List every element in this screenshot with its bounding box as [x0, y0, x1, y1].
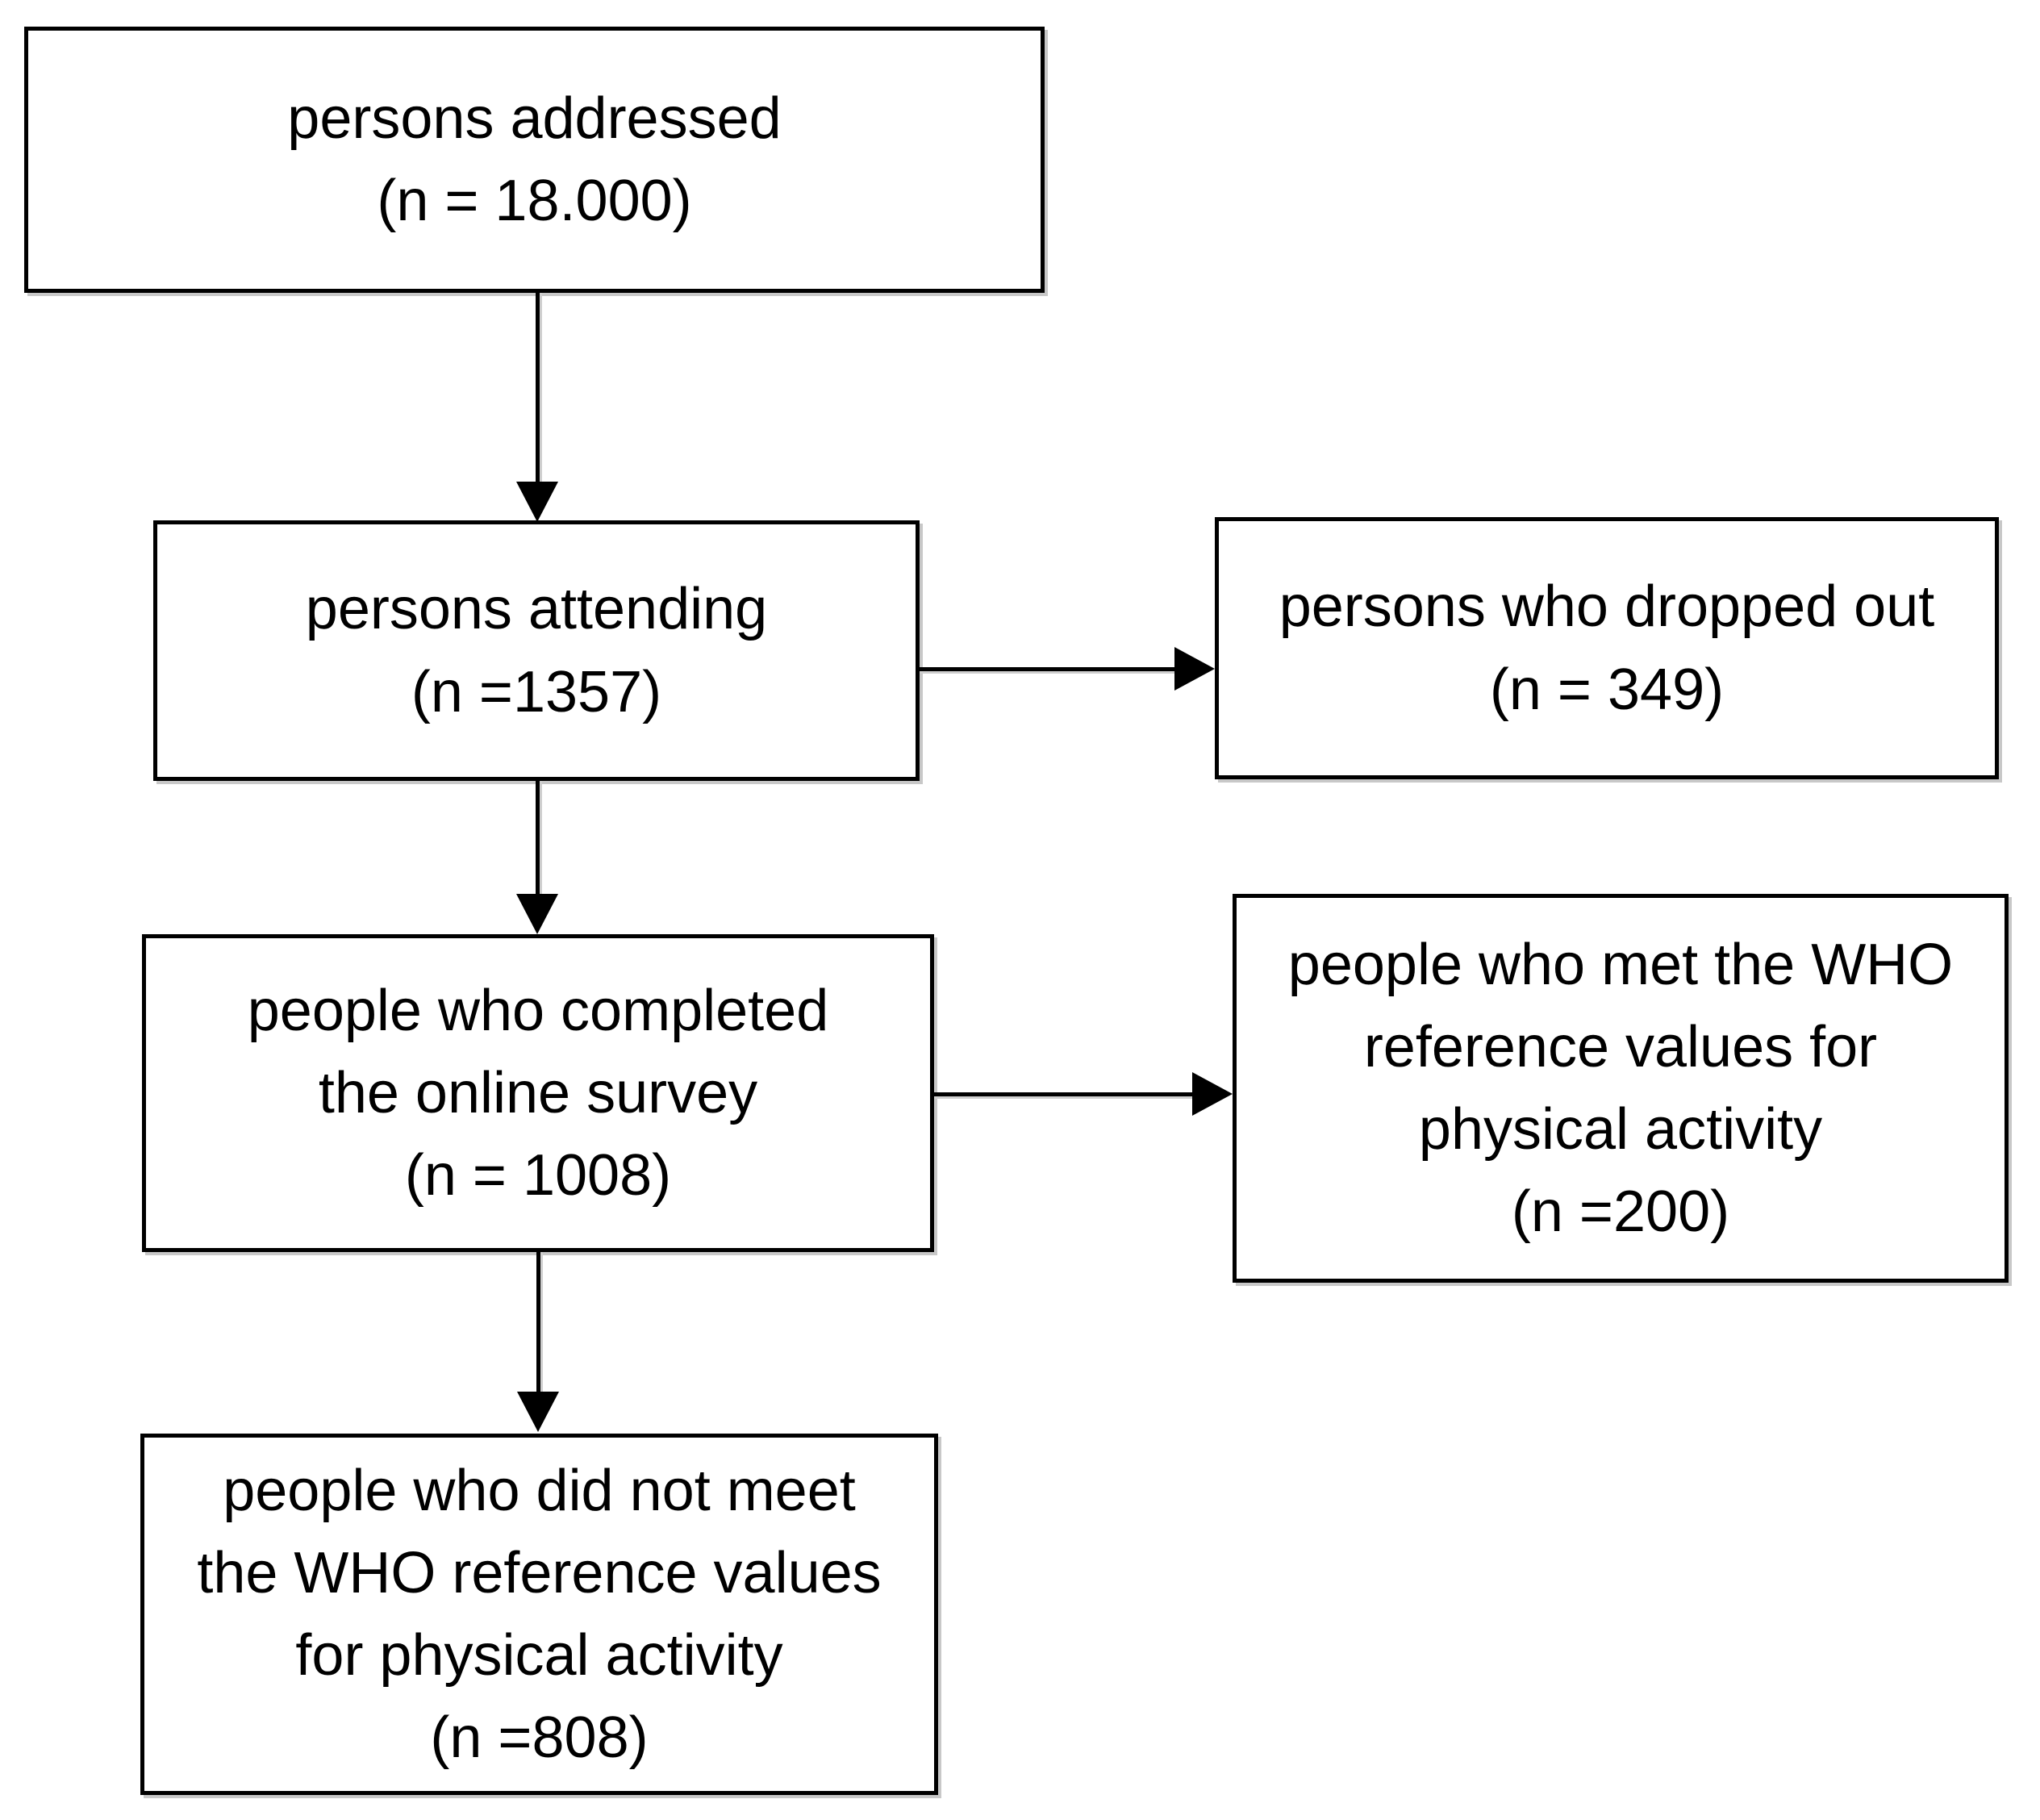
arrow-addressed-to-attending-head	[516, 482, 558, 522]
node-count-line: (n =200)	[1511, 1179, 1730, 1245]
node-text-line: people who completed	[247, 978, 829, 1043]
arrow-completed-to-met-who-stem	[934, 1092, 1194, 1096]
node-text-line: physical activity	[1418, 1097, 1823, 1162]
arrow-attending-to-completed-head	[516, 894, 558, 934]
node-met-who-values: people who met the WHO reference values …	[1233, 894, 2009, 1283]
arrow-completed-to-not-met-stem	[536, 1252, 540, 1393]
node-text-line: for physical activity	[295, 1623, 783, 1688]
arrow-completed-to-met-who-head	[1192, 1072, 1233, 1116]
node-text-line: people who did not meet	[223, 1458, 856, 1523]
arrow-completed-to-not-met-head	[517, 1392, 559, 1432]
node-count-line: (n = 349)	[1489, 657, 1725, 722]
node-persons-addressed: persons addressed (n = 18.000)	[24, 27, 1045, 293]
arrow-attending-to-completed-stem	[536, 781, 540, 895]
node-persons-dropped-out: persons who dropped out (n = 349)	[1215, 517, 1999, 779]
node-text-line: people who met the WHO	[1287, 932, 1954, 997]
node-text-line: the online survey	[318, 1060, 758, 1125]
arrow-attending-to-dropped-out-head	[1174, 647, 1215, 691]
node-persons-attending: persons attending (n =1357)	[153, 520, 920, 781]
node-completed-survey: people who completed the online survey (…	[142, 934, 934, 1252]
node-text-line: the WHO reference values	[197, 1540, 882, 1605]
node-count-line: (n = 18.000)	[377, 169, 692, 233]
node-count-line: (n =1357)	[411, 659, 662, 724]
arrow-attending-to-dropped-out-stem	[920, 667, 1176, 671]
node-count-line: (n = 1008)	[404, 1143, 672, 1208]
node-text-line: reference values for	[1363, 1014, 1878, 1079]
arrow-addressed-to-attending-stem	[536, 293, 540, 483]
node-text-line: persons addressed	[287, 86, 782, 151]
node-text-line: persons who dropped out	[1279, 574, 1935, 640]
node-text-line: persons attending	[305, 577, 768, 642]
node-count-line: (n =808)	[430, 1705, 649, 1771]
node-not-met-who-values: people who did not meet the WHO referenc…	[140, 1434, 938, 1795]
